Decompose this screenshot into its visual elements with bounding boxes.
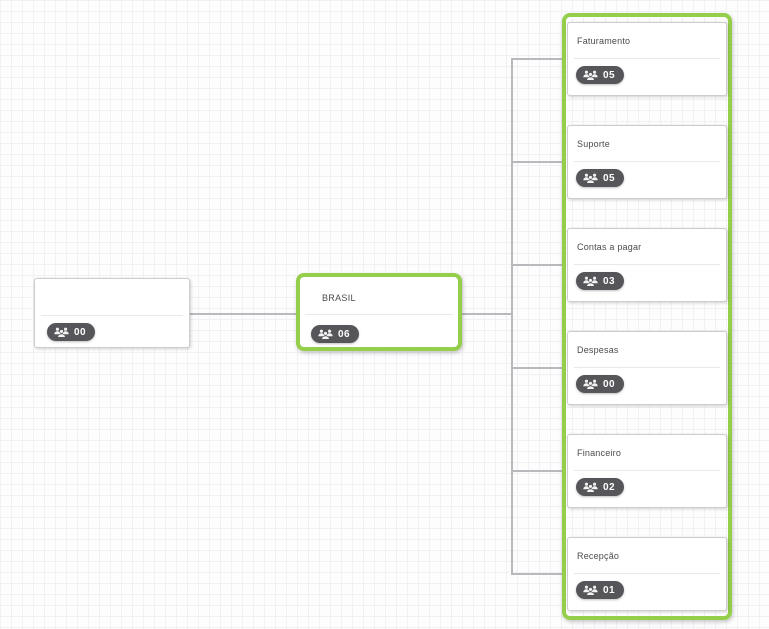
node-divider <box>574 573 720 574</box>
node-despesas[interactable]: Despesas 00 <box>567 331 727 405</box>
connector-branch-despesas <box>511 367 562 369</box>
connector-brasil-to-trunk <box>462 313 513 315</box>
member-count-badge[interactable]: 05 <box>576 66 625 84</box>
node-title: Financeiro <box>577 448 622 458</box>
connector-branch-recepcao <box>511 573 562 575</box>
connector-branch-contas-a-pagar <box>511 264 562 266</box>
member-count: 03 <box>603 275 616 287</box>
node-contas-a-pagar[interactable]: Contas a pagar 03 <box>567 228 727 302</box>
node-title: Faturamento <box>577 36 631 46</box>
member-count: 05 <box>603 69 616 81</box>
node-divider <box>41 315 183 316</box>
node-recepcao[interactable]: Recepção 01 <box>567 537 727 611</box>
member-count-badge[interactable]: 01 <box>576 581 625 599</box>
users-group-icon <box>583 378 598 390</box>
node-financeiro[interactable]: Financeiro 02 <box>567 434 727 508</box>
node-root[interactable]: 00 <box>34 278 190 348</box>
users-group-icon <box>583 584 598 596</box>
node-divider <box>305 314 453 315</box>
member-count: 05 <box>603 172 616 184</box>
children-group-outline <box>562 13 732 620</box>
node-divider <box>574 264 720 265</box>
member-count: 02 <box>603 481 616 493</box>
node-brasil-selected[interactable]: BRASIL 06 <box>296 273 462 351</box>
node-divider <box>574 161 720 162</box>
users-group-icon <box>583 172 598 184</box>
connector-branch-financeiro <box>511 470 562 472</box>
member-count-badge[interactable]: 00 <box>47 323 96 341</box>
member-count: 00 <box>74 326 87 338</box>
member-count: 01 <box>603 584 616 596</box>
member-count: 06 <box>338 328 351 340</box>
node-faturamento[interactable]: Faturamento 05 <box>567 22 727 96</box>
node-divider <box>574 470 720 471</box>
member-count-badge[interactable]: 06 <box>311 325 360 343</box>
users-group-icon <box>583 481 598 493</box>
member-count-badge[interactable]: 05 <box>576 169 625 187</box>
users-group-icon <box>54 326 69 338</box>
node-suporte[interactable]: Suporte 05 <box>567 125 727 199</box>
connector-trunk <box>511 58 513 575</box>
node-title: Despesas <box>577 345 619 355</box>
node-title: BRASIL <box>322 293 356 303</box>
connector-root-to-brasil <box>190 313 296 315</box>
member-count-badge[interactable]: 00 <box>576 375 625 393</box>
node-divider <box>574 367 720 368</box>
member-count-badge[interactable]: 02 <box>576 478 625 496</box>
member-count-badge[interactable]: 03 <box>576 272 625 290</box>
connector-branch-faturamento <box>511 58 562 60</box>
node-title: Recepção <box>577 551 620 561</box>
users-group-icon <box>583 69 598 81</box>
node-divider <box>574 58 720 59</box>
users-group-icon <box>318 328 333 340</box>
node-title: Suporte <box>577 139 610 149</box>
node-title: Contas a pagar <box>577 242 642 252</box>
member-count: 00 <box>603 378 616 390</box>
users-group-icon <box>583 275 598 287</box>
connector-branch-suporte <box>511 161 562 163</box>
